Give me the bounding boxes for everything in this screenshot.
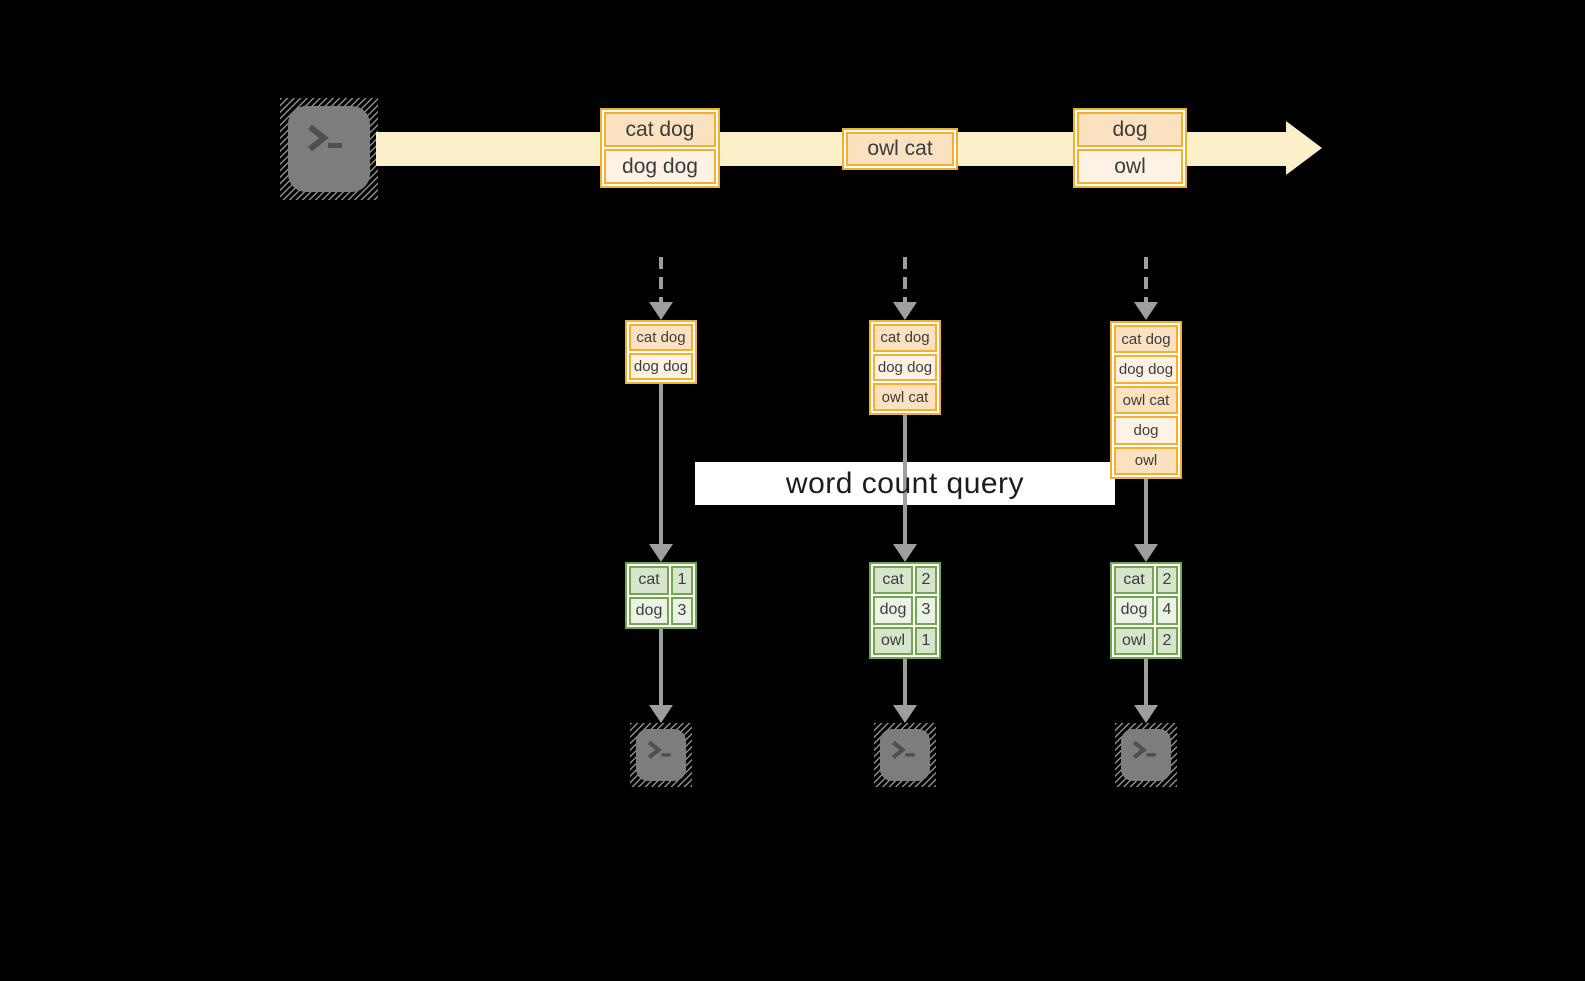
- table-cell-count: 2: [1156, 626, 1178, 655]
- stream-batch-1: cat dog dog dog: [600, 108, 720, 188]
- word-count-table-1: cat 1 dog 3: [625, 562, 697, 629]
- table-cell-word: owl: [873, 626, 913, 655]
- table-cell-word: cat: [1114, 566, 1154, 595]
- table-cell-word: dog: [873, 596, 913, 625]
- batch-record: owl cat: [846, 132, 954, 166]
- word-count-table-2: cat 2 dog 3 owl 1: [869, 562, 941, 659]
- table-cell-count: 1: [671, 566, 693, 595]
- state-record: dog dog: [1114, 355, 1178, 384]
- state-to-counts-arrow-3: [1144, 479, 1148, 544]
- state-box-1: cat dog dog dog: [625, 320, 697, 384]
- terminal-icon: [280, 98, 378, 200]
- terminal-icon-body: [1121, 729, 1171, 781]
- state-record: owl cat: [873, 383, 937, 412]
- stream-batch-3: dog owl: [1073, 108, 1187, 188]
- arrowhead-icon: [649, 544, 673, 562]
- stream-to-state-arrow-3: [1144, 257, 1148, 304]
- state-record: cat dog: [1114, 325, 1178, 354]
- state-record: owl: [1114, 446, 1178, 476]
- stream-to-state-arrow-1: [659, 257, 663, 304]
- table-cell-count: 4: [1156, 596, 1178, 625]
- state-record: dog dog: [629, 353, 693, 380]
- arrowhead-icon: [1134, 544, 1158, 562]
- table-cell-count: 1: [915, 626, 937, 655]
- stream-arrowhead-icon: [1286, 121, 1322, 175]
- state-record: dog: [1114, 416, 1178, 445]
- state-to-counts-arrow-1: [659, 384, 663, 544]
- table-cell-word: cat: [629, 566, 669, 595]
- word-count-table-3: cat 2 dog 4 owl 2: [1110, 562, 1182, 659]
- table-cell-count: 3: [915, 596, 937, 625]
- terminal-icon: [630, 723, 692, 787]
- stream-batch-2: owl cat: [842, 128, 958, 170]
- arrowhead-icon: [1134, 705, 1158, 723]
- batch-record: dog: [1077, 112, 1183, 147]
- terminal-icon-body: [288, 106, 370, 192]
- state-record: cat dog: [629, 324, 693, 351]
- prompt-icon: [1132, 740, 1156, 759]
- arrowhead-icon: [649, 302, 673, 320]
- stream-to-state-arrow-2: [903, 257, 907, 304]
- table-cell-word: owl: [1114, 626, 1154, 655]
- prompt-icon: [647, 740, 671, 759]
- table-cell-word: dog: [1114, 596, 1154, 625]
- table-cell-count: 2: [1156, 566, 1178, 595]
- terminal-icon: [1115, 723, 1177, 787]
- counts-to-output-arrow-2: [903, 659, 907, 705]
- counts-to-output-arrow-1: [659, 629, 663, 705]
- state-record: dog dog: [873, 353, 937, 382]
- state-box-3: cat dog dog dog owl cat dog owl: [1110, 321, 1182, 479]
- table-cell-word: dog: [629, 596, 669, 625]
- state-record: owl cat: [1114, 385, 1178, 415]
- arrowhead-icon: [1134, 302, 1158, 320]
- arrowhead-icon: [893, 544, 917, 562]
- batch-record: owl: [1077, 149, 1183, 184]
- table-cell-count: 3: [671, 596, 693, 625]
- terminal-icon-body: [880, 729, 930, 781]
- terminal-icon-body: [636, 729, 686, 781]
- prompt-icon: [891, 740, 915, 759]
- state-box-2: cat dog dog dog owl cat: [869, 320, 941, 415]
- table-cell-count: 2: [915, 566, 937, 595]
- batch-record: dog dog: [604, 149, 716, 184]
- prompt-icon: [308, 124, 342, 152]
- arrowhead-icon: [893, 705, 917, 723]
- query-label: word count query: [785, 466, 1025, 500]
- terminal-icon: [874, 723, 936, 787]
- arrowhead-icon: [649, 705, 673, 723]
- state-to-counts-arrow-2: [903, 415, 907, 544]
- counts-to-output-arrow-3: [1144, 659, 1148, 705]
- table-cell-word: cat: [873, 566, 913, 595]
- batch-record: cat dog: [604, 112, 716, 147]
- state-record: cat dog: [873, 324, 937, 352]
- arrowhead-icon: [893, 302, 917, 320]
